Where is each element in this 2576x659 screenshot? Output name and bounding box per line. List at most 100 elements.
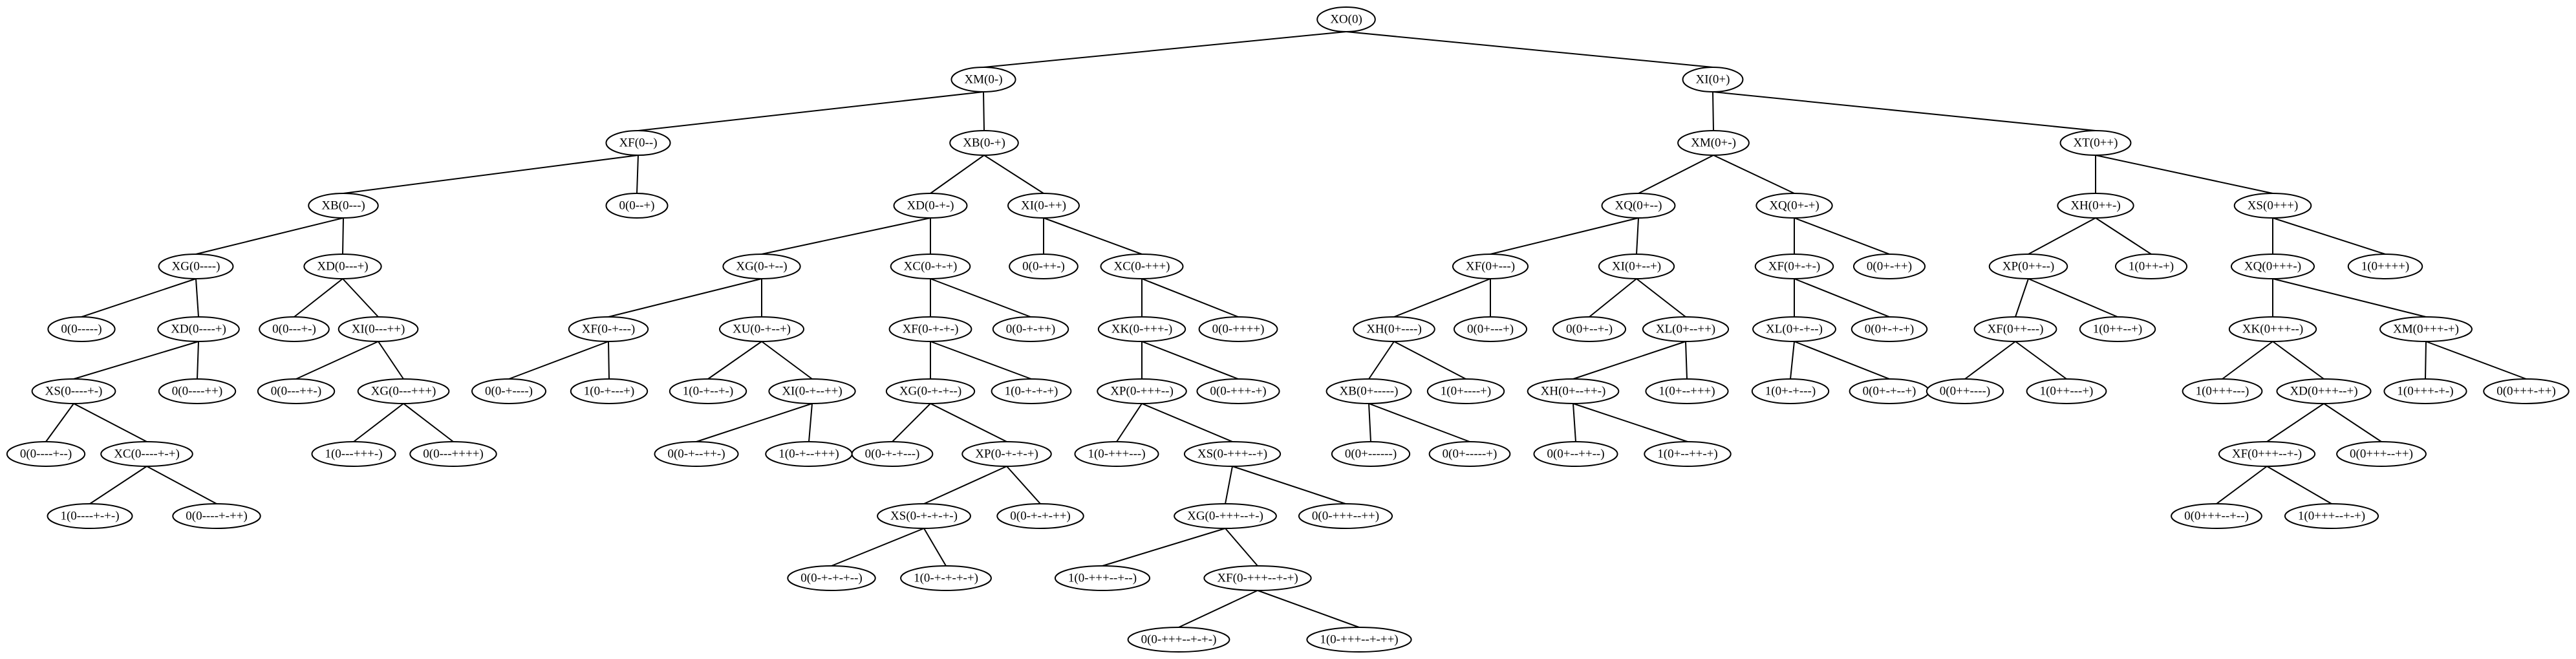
node-ellipse: [338, 316, 419, 342]
node-label: XI(0+--+): [1612, 260, 1661, 274]
tree-edge: [1636, 217, 1639, 255]
node-ellipse: [1183, 441, 1282, 467]
node-ellipse: [1642, 316, 1730, 342]
tree-edge: [930, 341, 1032, 380]
tree-node: XQ(0+--): [1601, 193, 1676, 219]
tree-node: 0(0+--+-): [1552, 316, 1627, 342]
node-label: XF(0-+++--+-+): [1217, 572, 1298, 585]
tree-edge: [636, 155, 639, 194]
tree-edge: [508, 341, 609, 380]
node-ellipse: [893, 193, 968, 219]
tree-edge: [146, 466, 217, 504]
tree-edge: [73, 403, 147, 442]
node-ellipse: [1331, 441, 1411, 467]
tree-node: XB(0---): [308, 193, 379, 219]
node-label: XI(0-++): [1021, 199, 1066, 213]
tree-node: XC(0----+-+): [100, 441, 193, 467]
tree-edge: [2323, 403, 2382, 442]
node-label: XF(0++---): [1988, 323, 2044, 336]
tree-node: XL(0+-+--): [1752, 316, 1836, 342]
tree-edge: [1141, 278, 1239, 318]
tree-edge: [1225, 466, 1233, 504]
node-label: 0(0+-----+): [1443, 448, 1497, 461]
node-ellipse: [992, 316, 1069, 342]
tree-node: 1(0-+++--+--): [1054, 565, 1151, 591]
tree-edge: [1794, 341, 1890, 380]
node-label: 1(0-+++--+-++): [1320, 633, 1398, 647]
node-label: 1(0+++--+-+): [2298, 510, 2365, 523]
node-ellipse: [1754, 254, 1834, 279]
node-label: XF(0+---): [1466, 260, 1515, 274]
node-ellipse: [1198, 316, 1278, 342]
tree-node: XF(0+-+-): [1754, 254, 1834, 279]
node-label: 0(0-----): [61, 323, 102, 336]
node-ellipse: [47, 316, 116, 342]
tree-edge: [295, 341, 379, 380]
node-label: 0(0+++-++): [2496, 385, 2556, 398]
node-ellipse: [1009, 254, 1079, 279]
tree-edge: [1393, 341, 1466, 380]
tree-edge: [608, 278, 762, 318]
tree-edge: [2222, 341, 2273, 380]
node-label: 0(0---+-): [272, 323, 316, 336]
node-ellipse: [1852, 254, 1926, 279]
node-label: XM(0+-): [1691, 136, 1736, 150]
tree-node: XU(0-+--+): [718, 316, 805, 342]
node-label: XH(0++-): [2070, 199, 2120, 213]
tree-node: 0(0+--++--): [1533, 441, 1618, 467]
tree-node: XP(0-+-+-+): [961, 441, 1052, 467]
tree-node: XD(0+++--+): [2276, 378, 2372, 404]
node-label: XG(0-+-+--): [899, 385, 961, 398]
node-label: 0(0+---+): [1467, 323, 1514, 336]
node-ellipse: [1752, 316, 1836, 342]
tree-node: 1(0++--+): [2079, 316, 2156, 342]
tree-node: 0(0+++--+--): [2171, 503, 2262, 529]
tree-node: 0(0-+++--+-+-): [1127, 627, 1230, 653]
tree-node: XF(0-+-+-): [888, 316, 972, 342]
node-label: XF(0-+---): [582, 323, 635, 336]
tree-edge: [696, 403, 813, 442]
tree-node: XI(0-++): [1007, 193, 1080, 219]
tree-node: XI(0+): [1682, 67, 1744, 92]
tree-node: XB(0-+): [949, 130, 1019, 156]
tree-node: XK(0-+++-): [1097, 316, 1186, 342]
tree-edge: [983, 155, 1044, 194]
tree-node: 0(0-+-++): [992, 316, 1069, 342]
node-layer: XO(0)XM(0-)XI(0+)XF(0--)XB(0-+)XM(0+-)XT…: [6, 6, 2570, 653]
node-label: XI(0-+--++): [782, 385, 842, 398]
tree-node: XI(0---++): [338, 316, 419, 342]
tree-node: XP(0-+++--): [1097, 378, 1187, 404]
tree-node: 0(0-+++--++): [1298, 503, 1393, 529]
node-label: XI(0---++): [352, 323, 405, 336]
node-label: XG(0---+++): [371, 385, 436, 398]
node-label: XQ(0+++-): [2244, 260, 2301, 274]
node-ellipse: [950, 67, 1016, 92]
tree-node: XH(0+----): [1353, 316, 1435, 342]
node-ellipse: [2228, 316, 2317, 342]
node-label: XB(0-+): [963, 136, 1005, 150]
node-ellipse: [1682, 67, 1744, 92]
node-ellipse: [2284, 503, 2379, 529]
tree-node: XH(0+--++-): [1527, 378, 1620, 404]
node-ellipse: [1973, 316, 2057, 342]
tree-edge: [2266, 403, 2324, 442]
node-ellipse: [890, 254, 971, 279]
tree-node: XK(0+++--): [2228, 316, 2317, 342]
node-ellipse: [172, 503, 261, 529]
tree-node: 1(0+++-+-): [2383, 378, 2467, 404]
tree-edge: [930, 278, 1031, 318]
tree-edge: [761, 341, 813, 380]
tree-node: XQ(0+++-): [2230, 254, 2315, 279]
tree-node: 0(0+-++): [1852, 254, 1926, 279]
node-ellipse: [2026, 378, 2107, 404]
node-label: XP(0++--): [2002, 260, 2055, 274]
node-ellipse: [158, 378, 237, 404]
tree-node: XS(0-+-+-+-): [877, 503, 971, 529]
node-label: XB(0---): [321, 199, 365, 213]
node-ellipse: [2079, 316, 2156, 342]
node-label: 0(0+--++--): [1547, 448, 1604, 461]
node-label: 1(0----+-+-): [60, 510, 119, 523]
node-label: 0(0-+-+-++): [1010, 510, 1071, 523]
